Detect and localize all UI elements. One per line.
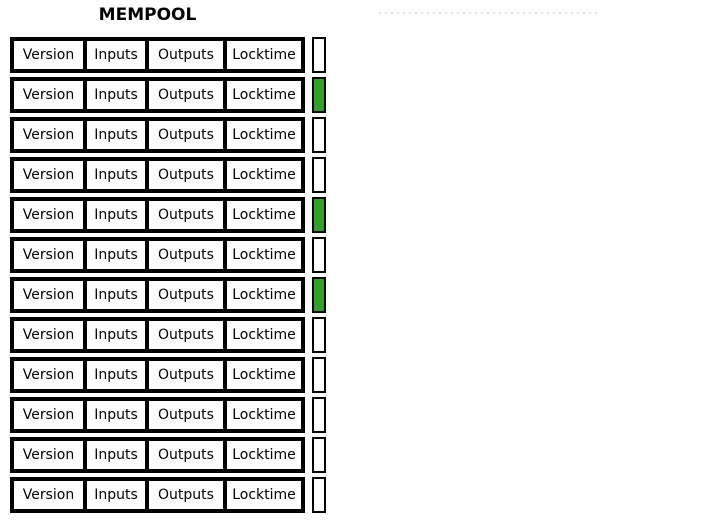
tx-field-version: Version (12, 319, 85, 351)
tx-field-outputs: Outputs (147, 399, 225, 431)
tx-field-version: Version (12, 279, 85, 311)
tx-field-inputs: Inputs (85, 119, 147, 151)
tx-field-version: Version (12, 39, 85, 71)
tx-field-version: Version (12, 239, 85, 271)
tx-field-outputs: Outputs (147, 119, 225, 151)
tx-field-locktime: Locktime (225, 239, 303, 271)
tx-field-version: Version (12, 79, 85, 111)
tx-field-outputs: Outputs (147, 319, 225, 351)
tx-field-version: Version (12, 439, 85, 471)
tx-field-locktime: Locktime (225, 119, 303, 151)
tx-field-inputs: Inputs (85, 79, 147, 111)
tx-field-inputs: Inputs (85, 479, 147, 511)
tx-field-outputs: Outputs (147, 279, 225, 311)
tx-field-inputs: Inputs (85, 279, 147, 311)
tx-field-inputs: Inputs (85, 239, 147, 271)
mempool-title: MEMPOOL (98, 5, 197, 25)
tx-status-flag (312, 317, 326, 353)
tx-field-outputs: Outputs (147, 439, 225, 471)
tx-field-locktime: Locktime (225, 159, 303, 191)
tx-status-flag (312, 117, 326, 153)
tx-field-locktime: Locktime (225, 79, 303, 111)
tx-field-inputs: Inputs (85, 439, 147, 471)
tx-field-version: Version (12, 119, 85, 151)
tx-field-version: Version (12, 359, 85, 391)
tx-field-locktime: Locktime (225, 399, 303, 431)
tx-status-flag (312, 37, 326, 73)
tx-status-flag (312, 397, 326, 433)
tx-field-inputs: Inputs (85, 159, 147, 191)
tx-field-outputs: Outputs (147, 479, 225, 511)
dashed-placeholder-line (379, 12, 601, 14)
tx-field-version: Version (12, 399, 85, 431)
tx-status-flag (312, 157, 326, 193)
tx-field-inputs: Inputs (85, 319, 147, 351)
tx-status-flag (312, 277, 326, 313)
tx-field-version: Version (12, 479, 85, 511)
tx-field-outputs: Outputs (147, 359, 225, 391)
tx-field-inputs: Inputs (85, 399, 147, 431)
tx-field-inputs: Inputs (85, 199, 147, 231)
tx-field-locktime: Locktime (225, 439, 303, 471)
tx-field-outputs: Outputs (147, 239, 225, 271)
tx-status-flag (312, 197, 326, 233)
tx-field-inputs: Inputs (85, 359, 147, 391)
tx-field-outputs: Outputs (147, 159, 225, 191)
tx-field-locktime: Locktime (225, 39, 303, 71)
tx-field-locktime: Locktime (225, 479, 303, 511)
tx-status-flag (312, 357, 326, 393)
tx-status-flag (312, 237, 326, 273)
tx-field-locktime: Locktime (225, 319, 303, 351)
tx-field-locktime: Locktime (225, 199, 303, 231)
tx-field-inputs: Inputs (85, 39, 147, 71)
tx-field-locktime: Locktime (225, 359, 303, 391)
tx-status-flag (312, 77, 326, 113)
tx-field-outputs: Outputs (147, 199, 225, 231)
tx-field-locktime: Locktime (225, 279, 303, 311)
tx-status-flag (312, 477, 326, 513)
tx-field-version: Version (12, 199, 85, 231)
tx-field-outputs: Outputs (147, 39, 225, 71)
tx-field-outputs: Outputs (147, 79, 225, 111)
tx-field-version: Version (12, 159, 85, 191)
tx-status-flag (312, 437, 326, 473)
